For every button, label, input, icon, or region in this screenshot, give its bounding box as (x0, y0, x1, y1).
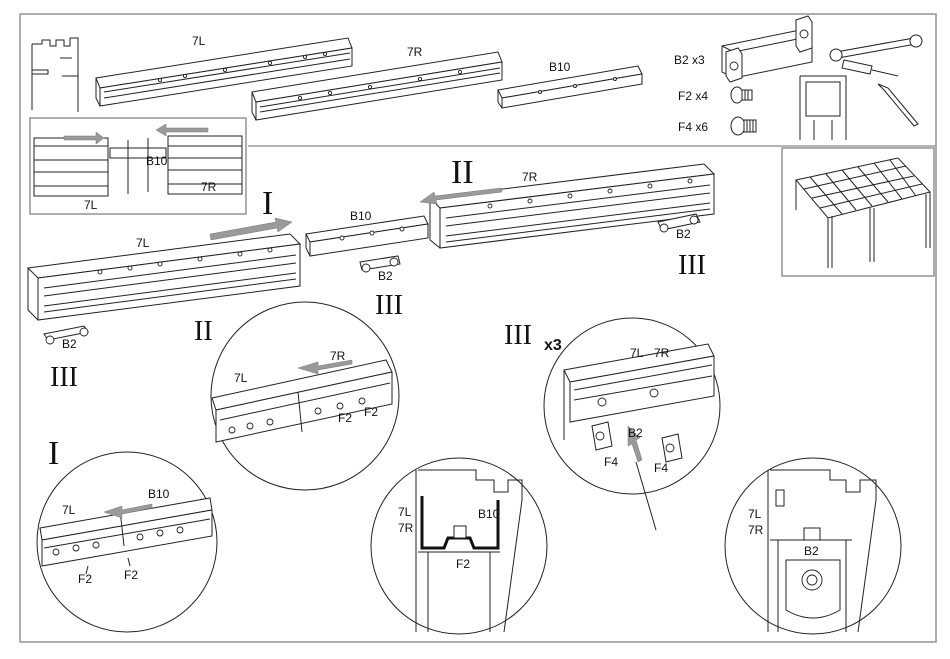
inset-7r-label: 7R (201, 180, 217, 194)
step-ii-marker-bottom: II (194, 316, 213, 347)
circle-ii-7r-label: 7R (330, 349, 346, 363)
arrow-left-icon (156, 124, 208, 136)
step-i-marker-bottom: I (48, 435, 59, 472)
bracket-b2-left-label: B2 (62, 337, 77, 351)
detail-section-circle-b: 7L 7R B2 (725, 458, 901, 634)
hardware-f2-label: F2 x4 (678, 89, 708, 103)
step-iii-marker-circle: III (504, 320, 532, 351)
circle-i-f2-label-2: F2 (124, 568, 138, 582)
profile-7l-label: 7L (192, 34, 206, 48)
section-b-7r-label: 7R (748, 523, 764, 537)
hardware-b2-label: B2 x3 (674, 53, 705, 67)
canopy-icon (796, 158, 930, 268)
section-b-b2-label: B2 (804, 544, 819, 558)
bolt-f2-icon (731, 87, 752, 103)
circle-i-7l-label: 7L (62, 503, 76, 517)
bracket-b2-icon (722, 16, 812, 82)
post-end-view-icon (800, 76, 846, 140)
circle-iii-7l-label: 7L (630, 346, 644, 360)
profile-end-view-icon (32, 38, 78, 112)
circle-ii-f2-label: F2 (338, 411, 352, 425)
bracket-b2-middle-label: B2 (378, 269, 393, 283)
section-a-7r-label: 7R (398, 521, 414, 535)
inset-7l-label: 7L (84, 198, 98, 212)
circle-iii-b2-label: B2 (628, 426, 643, 440)
circle-iii-f4-label-2: F4 (654, 461, 668, 475)
assembly-7l-label: 7L (136, 236, 150, 250)
circle-ii-7l-label: 7L (234, 371, 248, 385)
inset-b10-label: B10 (146, 154, 168, 168)
detail-circle-iii: 7L 7R B2 F4 F4 (544, 318, 720, 530)
assembly-b10-label: B10 (350, 209, 372, 223)
step-iii-marker-right: III (678, 250, 706, 281)
circle-i-f2-label: F2 (78, 572, 92, 586)
screwdriver-icon (842, 60, 898, 76)
circle-ii-f2-label-2: F2 (364, 405, 378, 419)
bracket-b2-right-label: B2 (676, 227, 691, 241)
circle-i-b10-label: B10 (148, 487, 170, 501)
profile-7r-label: 7R (407, 45, 423, 59)
section-a-f2-label: F2 (456, 557, 470, 571)
step-ii-marker: II (451, 154, 474, 191)
step-iii-marker-middle: III (375, 290, 403, 321)
step-iii-count: x3 (544, 337, 562, 354)
section-b-7l-label: 7L (748, 507, 762, 521)
assembly-profile-7l (28, 234, 300, 320)
step-iii-marker-left: III (50, 362, 78, 393)
section-a-7l-label: 7L (398, 505, 412, 519)
inset-join-detail: B10 7L 7R (30, 118, 246, 214)
assembly-7r-label: 7R (522, 170, 538, 184)
detail-circle-i: 7L B10 F2 F2 (37, 452, 217, 632)
hardware-f4-label: F4 x6 (678, 120, 708, 134)
profile-b10-label: B10 (549, 60, 571, 74)
detail-section-circle-a: 7L 7R B10 F2 (371, 458, 547, 634)
circle-iii-f4-label: F4 (604, 455, 618, 469)
bolt-f4-icon (731, 117, 756, 135)
allen-key-icon (878, 84, 918, 126)
wrench-icon (830, 35, 922, 61)
circle-iii-7r-label: 7R (654, 346, 670, 360)
section-a-b10-label: B10 (478, 507, 500, 521)
detail-circle-ii: 7L 7R F2 F2 (211, 302, 399, 490)
step-i-marker: I (262, 185, 273, 222)
